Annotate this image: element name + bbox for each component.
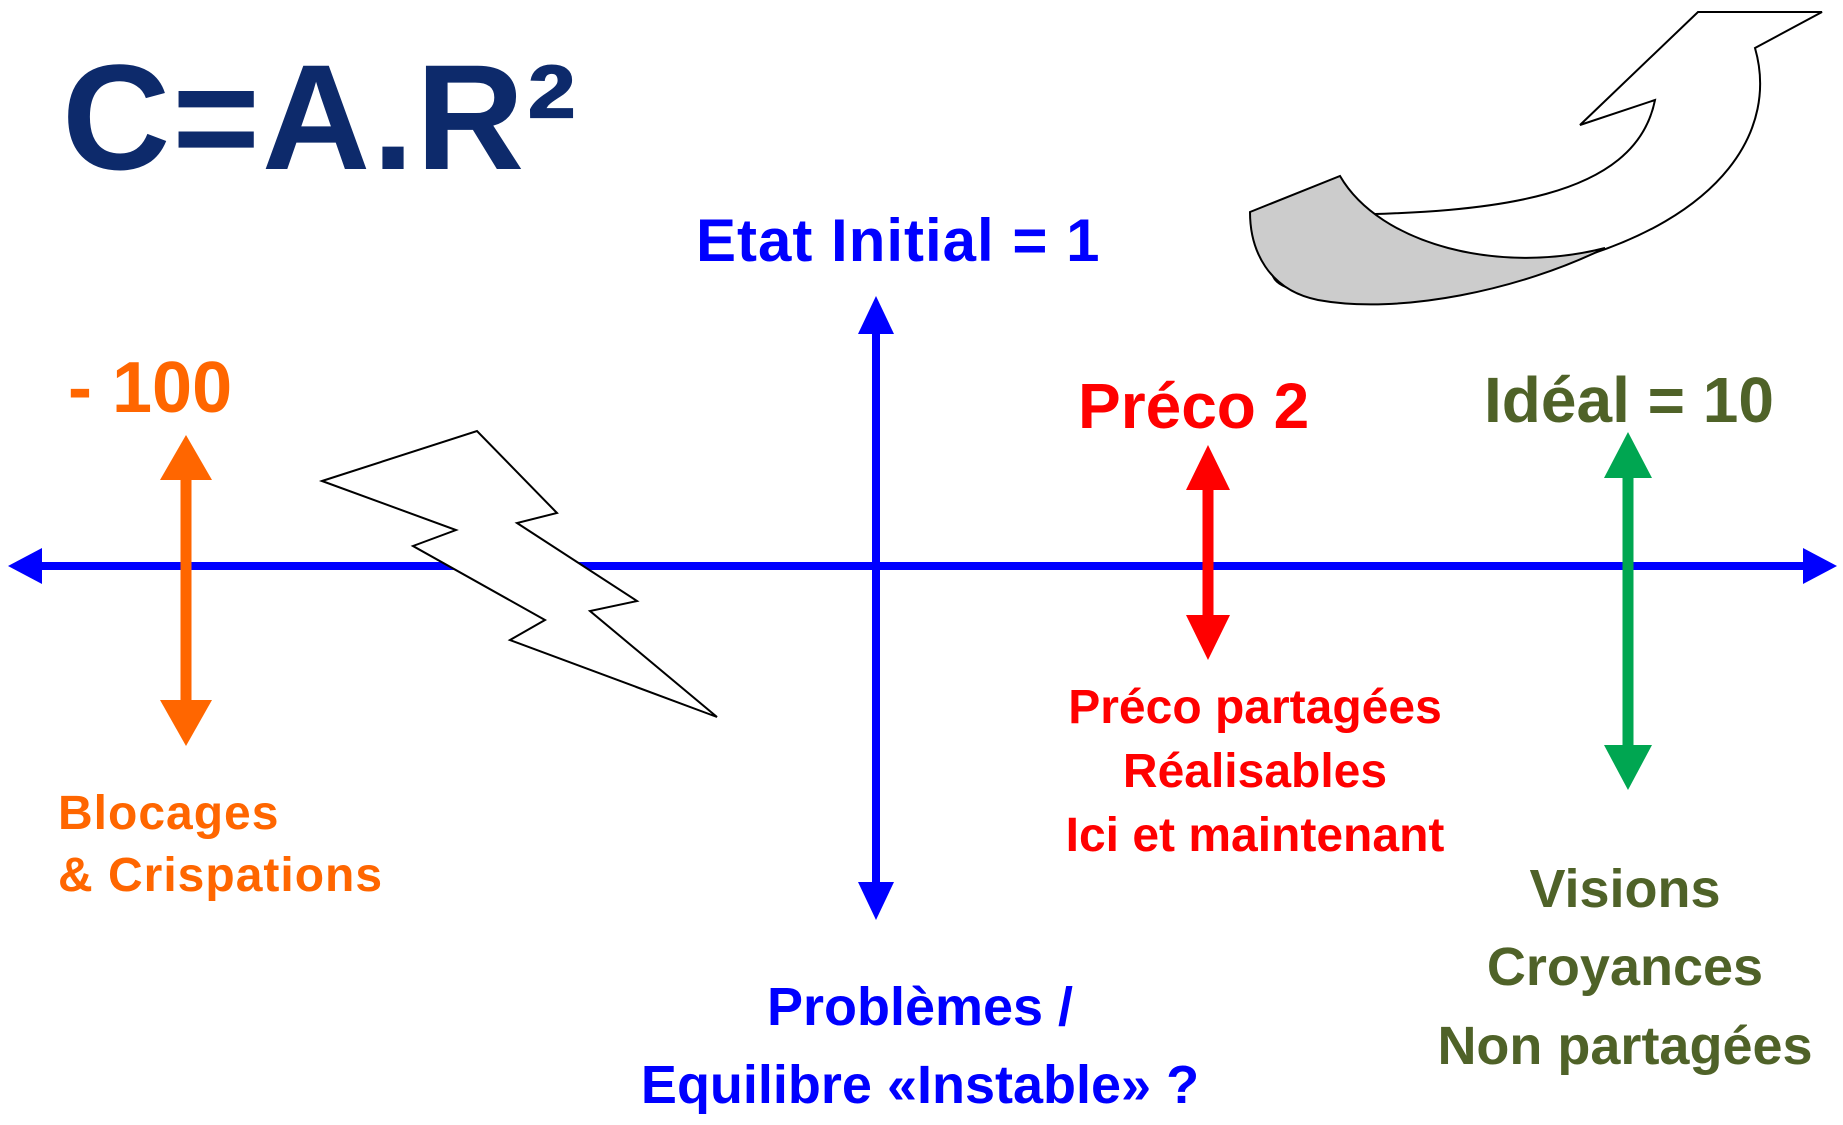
problemes-line: Equilibre «Instable» ?: [640, 1055, 1200, 1116]
preco-2-arrow: [1186, 445, 1230, 660]
visions-line: Non partagées: [1437, 1015, 1813, 1076]
formula-title: C=A.R²: [62, 33, 579, 201]
diagram-canvas: [8, 11, 1837, 920]
blocages-line: Blocages: [58, 787, 280, 840]
preco-detail-line: Ici et maintenant: [1065, 808, 1445, 862]
initial-state-arrow: [858, 296, 894, 920]
visions-line: Visions: [1529, 859, 1721, 919]
preco-2-label: Préco 2: [1078, 370, 1310, 442]
minus-100-arrow: [160, 435, 212, 746]
initial-state-label: Etat Initial = 1: [696, 207, 1101, 274]
preco-detail-line: Réalisables: [1122, 744, 1388, 798]
blocages-text: Blocages & Crispations: [58, 783, 383, 908]
curved-up-arrow-icon: [1248, 11, 1823, 306]
problemes-line: Problèmes /: [766, 977, 1074, 1037]
lightning-bolt-icon: [318, 429, 718, 718]
minus-100-label: - 100: [68, 348, 233, 428]
visions-line: Croyances: [1486, 937, 1764, 998]
problemes-text: Problèmes / Equilibre «Instable» ?: [620, 968, 1220, 1125]
preco-detail-text: Préco partagées Réalisables Ici et maint…: [1055, 676, 1455, 867]
horizontal-axis: [8, 548, 1837, 584]
blocages-line: & Crispations: [58, 849, 384, 903]
preco-detail-line: Préco partagées: [1068, 681, 1442, 734]
visions-text: Visions Croyances Non partagées: [1415, 850, 1835, 1085]
ideal-label: Idéal = 10: [1484, 364, 1774, 436]
ideal-arrow: [1604, 432, 1652, 790]
